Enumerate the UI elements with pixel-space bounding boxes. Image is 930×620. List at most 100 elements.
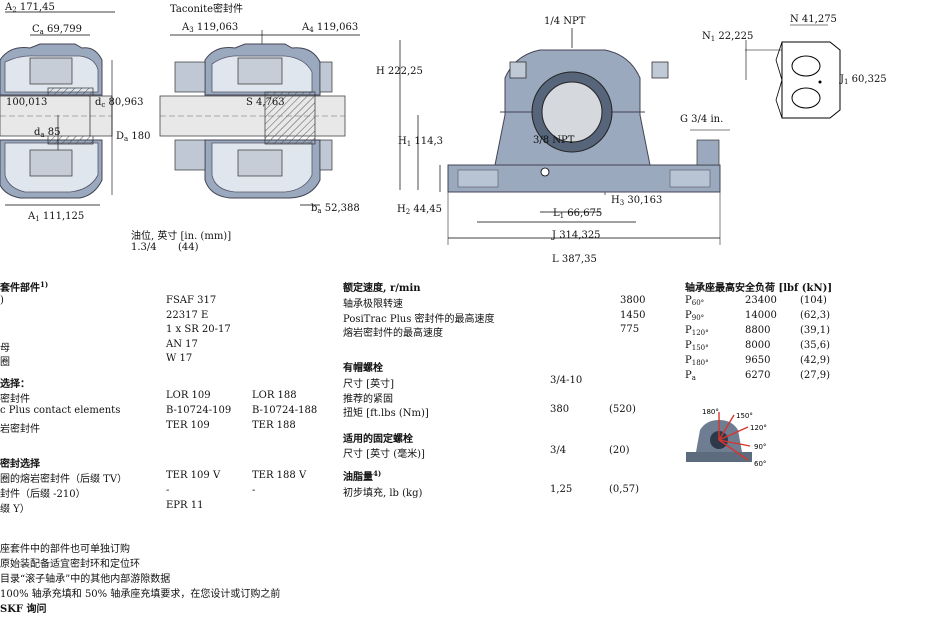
component-value: W 17 (166, 353, 193, 364)
load-angle-subscript: 120° (691, 329, 709, 337)
dim-h1: H1 114,3 (398, 136, 444, 148)
component-value: - (166, 485, 170, 496)
component-value: TER 109 (166, 420, 210, 431)
load-angle-subscript: 90° (691, 314, 705, 322)
component-value-alt: B-10724-188 (252, 405, 318, 416)
component-label: 圈 (0, 357, 10, 368)
component-value: AN 17 (166, 338, 198, 350)
load-label: P120° (685, 325, 709, 337)
load-value: 14000 (745, 310, 777, 321)
fix-bolts-title: 适用的固定螺栓 (343, 434, 413, 445)
dim-n: N 41,275 (790, 14, 837, 25)
angle-label-90: 90° (754, 443, 766, 451)
spec-value: 3/4 (550, 445, 567, 456)
spec-label: 尺寸 [英寸] (343, 379, 394, 390)
load-value: 6270 (745, 370, 771, 381)
dim-j1: J1 60,325 (840, 74, 887, 86)
spec-label: 初步填充, lb (kg) (343, 488, 423, 499)
oil-level-value: 1.3/4 (131, 242, 157, 253)
dim-a1: A1 111,125 (28, 211, 85, 223)
spec-label: 熔岩密封件的最高速度 (343, 328, 443, 339)
load-value-kn: (39,1) (800, 325, 831, 336)
spec-label: 尺寸 [英寸 (毫米)] (343, 449, 425, 460)
left-section-view (0, 11, 115, 206)
load-label: Pa (685, 370, 696, 382)
dim-dc: dc 80,963 (95, 97, 144, 109)
spec-label: PosiTrac Plus 密封件的最高速度 (343, 313, 495, 325)
component-value: FSAF 317 (166, 295, 217, 306)
taconite-title: Taconite密封件 (170, 4, 244, 15)
dim-npt-top: 1/4 NPT (544, 16, 586, 27)
load-label: P180° (685, 355, 709, 367)
dim-h3: H3 30,163 (611, 195, 663, 207)
load-value: 8800 (745, 325, 771, 336)
load-value: 8000 (745, 340, 771, 351)
footnote: 目录“滚子轴承”中的其他内部游隙数据 (0, 574, 171, 585)
component-value: TER 109 V (166, 470, 221, 481)
dim-ba: ba 52,388 (311, 203, 360, 215)
dim-l: L 387,35 (552, 254, 597, 265)
footnote: 原始装配备适宜密封环和定位环 (0, 559, 140, 570)
component-label: 封件（后缀 -210） (0, 489, 86, 500)
dim-d1: 100,013 (6, 97, 48, 108)
bolt-detail-view (745, 24, 841, 119)
dim-Da: Da 180 (116, 131, 151, 143)
loads-title: 轴承座最高安全负荷 [lbf (kN)] (685, 283, 833, 294)
load-angle-diagram: 180° 150° 120° 90° 60° (686, 408, 767, 468)
footnote: 100% 轴承充填和 50% 轴承座充填要求，在您设计或订购之前 (0, 589, 281, 600)
component-label: 岩密封件 (0, 424, 40, 435)
speed-title: 额定速度, r/min (343, 283, 421, 294)
load-value: 23400 (745, 295, 777, 306)
spec-label: 轴承极限转速 (343, 299, 403, 310)
angle-label-120: 120° (750, 424, 767, 432)
load-value-kn: (104) (800, 295, 827, 306)
dim-n1: N1 22,225 (702, 31, 754, 43)
load-angle-subscript: 60° (691, 299, 705, 307)
dim-s: S 4,763 (246, 97, 285, 108)
spec-value: 380 (550, 404, 570, 415)
dim-da: da 85 (34, 127, 61, 139)
component-label: 密封件 (0, 394, 30, 405)
load-label: P150° (685, 340, 709, 352)
footnote: SKF 询问 (0, 604, 47, 615)
spec-value: 1450 (620, 309, 646, 321)
grease-title: 油脂量4) (343, 469, 382, 483)
dim-a3: A3 119,063 (182, 22, 239, 34)
dim-a4: A4 119,063 (302, 22, 359, 34)
dim-h2: H2 44,45 (397, 204, 443, 216)
component-label: 母 (0, 342, 10, 354)
oil-level-mm: (44) (178, 242, 199, 253)
angle-label-60: 60° (754, 460, 766, 468)
component-value-alt: TER 188 (252, 420, 296, 431)
component-value: 22317 E (166, 309, 209, 321)
load-angle-subscript: 150° (691, 344, 709, 352)
load-value-kn: (62,3) (800, 310, 831, 321)
load-value-kn: (42,9) (800, 355, 831, 366)
dim-a2: A2 171,45 (5, 2, 55, 14)
spec-value: 775 (620, 324, 640, 335)
technical-drawings (0, 11, 841, 245)
load-value-kn: (27,9) (800, 370, 831, 381)
component-label: c Plus contact elements (0, 405, 121, 416)
dim-g: G 3/4 in. (680, 114, 724, 125)
spec-label: 推荐的紧固 (343, 393, 393, 405)
spec-value: 3/4-10 (550, 375, 583, 386)
component-label: 圈的熔岩密封件（后缀 TV） (0, 474, 128, 485)
seal-selection-title: 选择： (0, 379, 30, 390)
component-value-alt: TER 188 V (252, 470, 307, 481)
load-value-kn: (35,6) (800, 340, 831, 351)
cap-bolts-title: 有帽螺栓 (343, 363, 383, 374)
load-angle-subscript: a (691, 374, 696, 382)
load-angle-subscript: 180° (691, 359, 709, 367)
load-label: P90° (685, 310, 705, 322)
dim-h: H 222,25 (376, 66, 423, 77)
dim-j: J 314,325 (552, 230, 601, 241)
spec-value-metric: (20) (609, 445, 630, 456)
angle-label-150: 150° (736, 412, 753, 420)
component-value: EPR 11 (166, 500, 204, 511)
dim-ca: Ca 69,799 (32, 24, 83, 36)
component-value-alt: LOR 188 (252, 390, 297, 401)
spec-value: 3800 (620, 295, 646, 306)
component-value: LOR 109 (166, 390, 211, 401)
spec-value: 1,25 (550, 484, 573, 495)
